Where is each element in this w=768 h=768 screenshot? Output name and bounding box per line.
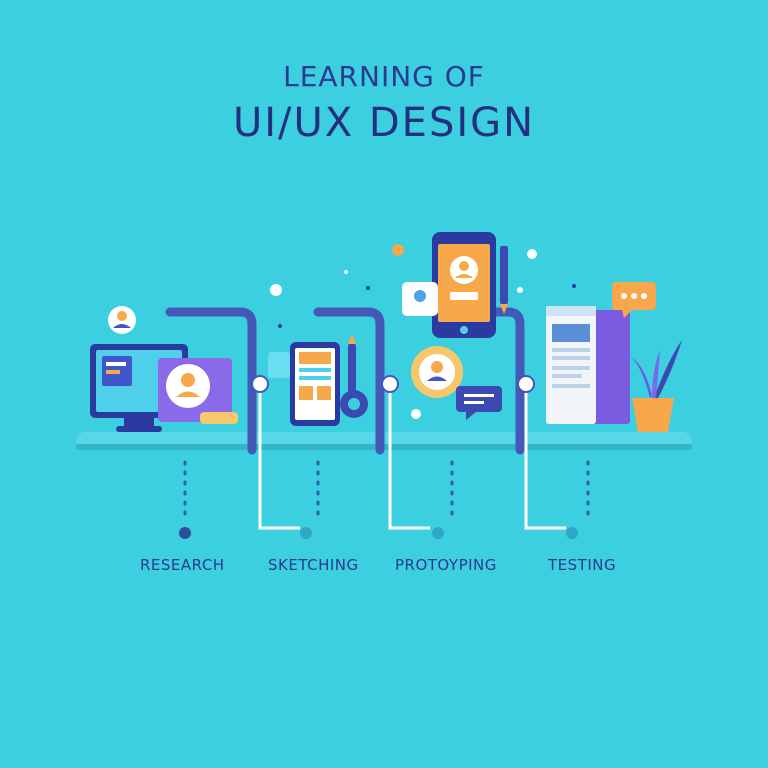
stage-label-sketching: SKETCHING [268, 556, 359, 574]
chat-panel-icon [268, 352, 290, 378]
chat-bubble-icon [612, 282, 656, 318]
timeline-dots [179, 527, 578, 539]
page-title-line2: UI/UX DESIGN [232, 100, 536, 146]
decorative-sparkles [270, 244, 576, 419]
pen-icon [348, 334, 356, 394]
timeline-white-nodes [251, 375, 535, 393]
page-title-line1: LEARNING OF [283, 60, 485, 93]
potted-plant-icon [628, 340, 682, 432]
connector-track-1 [165, 307, 257, 455]
mobile-wireframe-icon [290, 342, 340, 426]
timeline-connectors [258, 384, 566, 530]
gear-icon [340, 390, 368, 418]
pencil-icon [500, 246, 508, 314]
avatar-circle-icon [411, 346, 463, 398]
document-browser-icon [546, 306, 630, 424]
message-bubble-icon [456, 386, 502, 420]
connector-track-2 [313, 307, 385, 455]
connector-track-3 [443, 307, 525, 455]
stage-label-prototyping: PROTOYPING [395, 556, 497, 574]
stage-label-research: RESEARCH [140, 556, 225, 574]
user-speech-bubble-icon [402, 282, 438, 316]
stage-label-testing: TESTING [548, 556, 617, 574]
user-bubble-icon [108, 306, 136, 334]
timeline-dotted-lines [183, 460, 590, 522]
profile-card-icon [158, 358, 238, 424]
smartphone-profile-icon [432, 232, 496, 338]
